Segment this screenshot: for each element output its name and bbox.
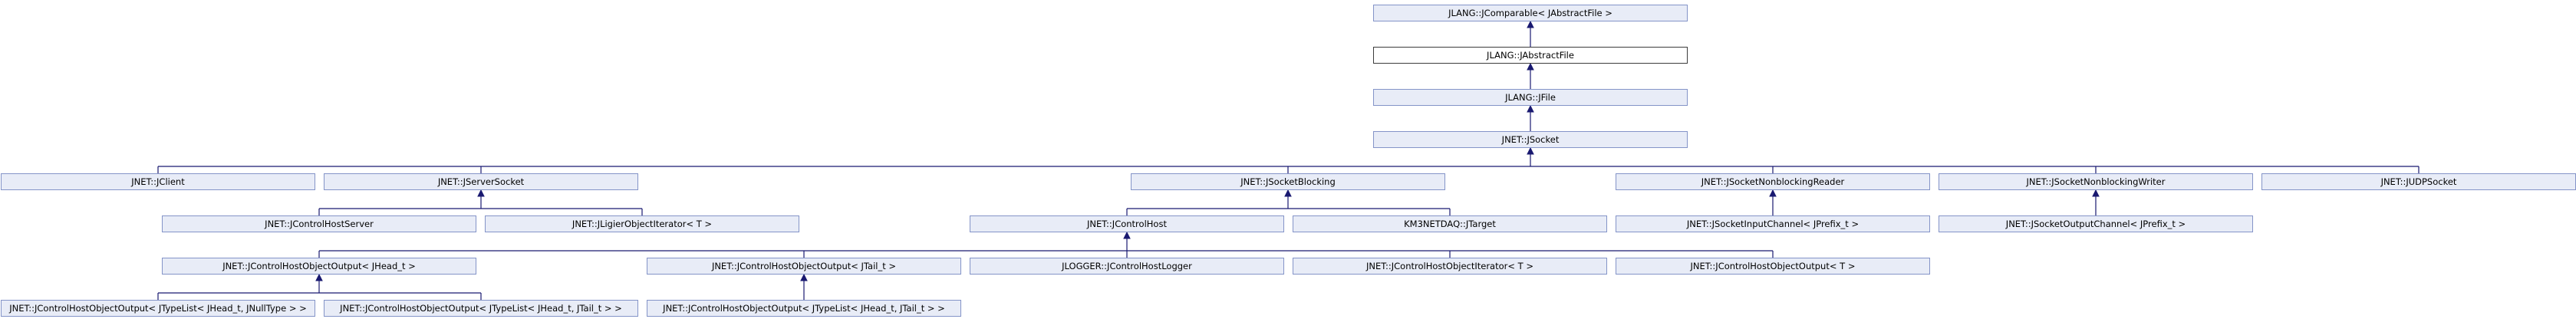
class-node-label: JNET::JControlHostObjectOutput< JTypeLis…	[9, 303, 307, 314]
class-node-jabstractfile: JLANG::JAbstractFile	[1373, 47, 1688, 64]
class-node-jcho-jhead[interactable]: JNET::JControlHostObjectOutput< JHead_t …	[162, 258, 476, 275]
class-node-km3netdaq-jtarget[interactable]: KM3NETDAQ::JTarget	[1293, 215, 1607, 232]
class-node-jfile[interactable]: JLANG::JFile	[1373, 89, 1688, 106]
inheritance-arrowhead	[1527, 104, 1534, 113]
class-node-label: JNET::JSocketNonblockingReader	[1701, 176, 1845, 187]
class-node-jsocket[interactable]: JNET::JSocket	[1373, 131, 1688, 148]
class-node-label: JNET::JControlHostObjectOutput< JHead_t …	[222, 261, 416, 271]
class-node-jcomparable[interactable]: JLANG::JComparable< JAbstractFile >	[1373, 5, 1688, 21]
inheritance-arrowhead	[2092, 189, 2100, 197]
class-node-label: JNET::JUDPSocket	[2380, 176, 2457, 187]
class-node-label: JNET::JSocketNonblockingWriter	[2026, 176, 2166, 187]
class-node-label: JNET::JControlHostObjectOutput< JTypeLis…	[663, 303, 945, 314]
class-node-jclient[interactable]: JNET::JClient	[1, 173, 315, 190]
class-node-jlogger-jchl[interactable]: JLOGGER::JControlHostLogger	[970, 258, 1284, 275]
class-node-label: JNET::JSocketInputChannel< JPrefix_t >	[1686, 219, 1860, 229]
class-node-label: JNET::JControlHostObjectOutput< T >	[1690, 261, 1856, 271]
class-node-label: JNET::JControlHostObjectOutput< JTypeLis…	[340, 303, 622, 314]
class-node-label: JNET::JControlHostObjectIterator< T >	[1365, 261, 1533, 271]
inheritance-arrowhead	[1527, 62, 1534, 71]
class-node-jcho-tl-jnull[interactable]: JNET::JControlHostObjectOutput< JTypeLis…	[1, 300, 315, 317]
inheritance-arrowhead	[1527, 146, 1534, 155]
class-node-jligierobjectiterator[interactable]: JNET::JLigierObjectIterator< T >	[485, 215, 799, 232]
class-node-label: JNET::JControlHost	[1087, 219, 1167, 229]
class-node-label: JLANG::JAbstractFile	[1487, 50, 1574, 61]
class-node-label: JNET::JSocketOutputChannel< JPrefix_t >	[2005, 219, 2186, 229]
inheritance-arrowhead	[477, 189, 485, 197]
class-node-label: JNET::JSocket	[1501, 134, 1560, 145]
class-node-label: JNET::JControlHostServer	[265, 219, 374, 229]
inheritance-arrowhead	[315, 273, 323, 281]
inheritance-arrowhead	[1123, 231, 1131, 239]
class-node-label: JLANG::JComparable< JAbstractFile >	[1448, 8, 1612, 18]
class-node-jsocketnbwriter[interactable]: JNET::JSocketNonblockingWriter	[1939, 173, 2253, 190]
inheritance-arrowhead	[1527, 20, 1534, 28]
inheritance-arrowhead	[800, 273, 808, 281]
class-node-label: JNET::JSocketBlocking	[1240, 176, 1336, 187]
class-node-jsocketinputchannel[interactable]: JNET::JSocketInputChannel< JPrefix_t >	[1616, 215, 1930, 232]
class-node-label: JLANG::JFile	[1505, 92, 1556, 103]
class-node-jcontrolhostserver[interactable]: JNET::JControlHostServer	[162, 215, 476, 232]
class-node-jcho-tl-jhead-jtail[interactable]: JNET::JControlHostObjectOutput< JTypeLis…	[324, 300, 638, 317]
class-node-jcho-tl-jhead-jtail-2[interactable]: JNET::JControlHostObjectOutput< JTypeLis…	[647, 300, 961, 317]
inheritance-arrowhead	[1284, 189, 1292, 197]
class-node-jsocketblocking[interactable]: JNET::JSocketBlocking	[1131, 173, 1445, 190]
class-node-label: JNET::JServerSocket	[437, 176, 525, 187]
class-node-jsocketnbreader[interactable]: JNET::JSocketNonblockingReader	[1616, 173, 1930, 190]
class-node-jsocketoutputchannel[interactable]: JNET::JSocketOutputChannel< JPrefix_t >	[1939, 215, 2253, 232]
class-node-label: JNET::JLigierObjectIterator< T >	[572, 219, 713, 229]
class-node-judpsocket[interactable]: JNET::JUDPSocket	[2261, 173, 2576, 190]
class-node-label: JNET::JClient	[131, 176, 185, 187]
class-node-jcho-t[interactable]: JNET::JControlHostObjectOutput< T >	[1616, 258, 1930, 275]
class-node-jcho-jtail[interactable]: JNET::JControlHostObjectOutput< JTail_t …	[647, 258, 961, 275]
class-node-jcontrolhost[interactable]: JNET::JControlHost	[970, 215, 1284, 232]
class-node-label: KM3NETDAQ::JTarget	[1404, 219, 1496, 229]
class-node-label: JNET::JControlHostObjectOutput< JTail_t …	[711, 261, 897, 271]
class-node-jserversocket[interactable]: JNET::JServerSocket	[324, 173, 638, 190]
class-node-jchoi-t[interactable]: JNET::JControlHostObjectIterator< T >	[1293, 258, 1607, 275]
inheritance-arrowhead	[1769, 189, 1777, 197]
class-node-label: JLOGGER::JControlHostLogger	[1062, 261, 1192, 271]
